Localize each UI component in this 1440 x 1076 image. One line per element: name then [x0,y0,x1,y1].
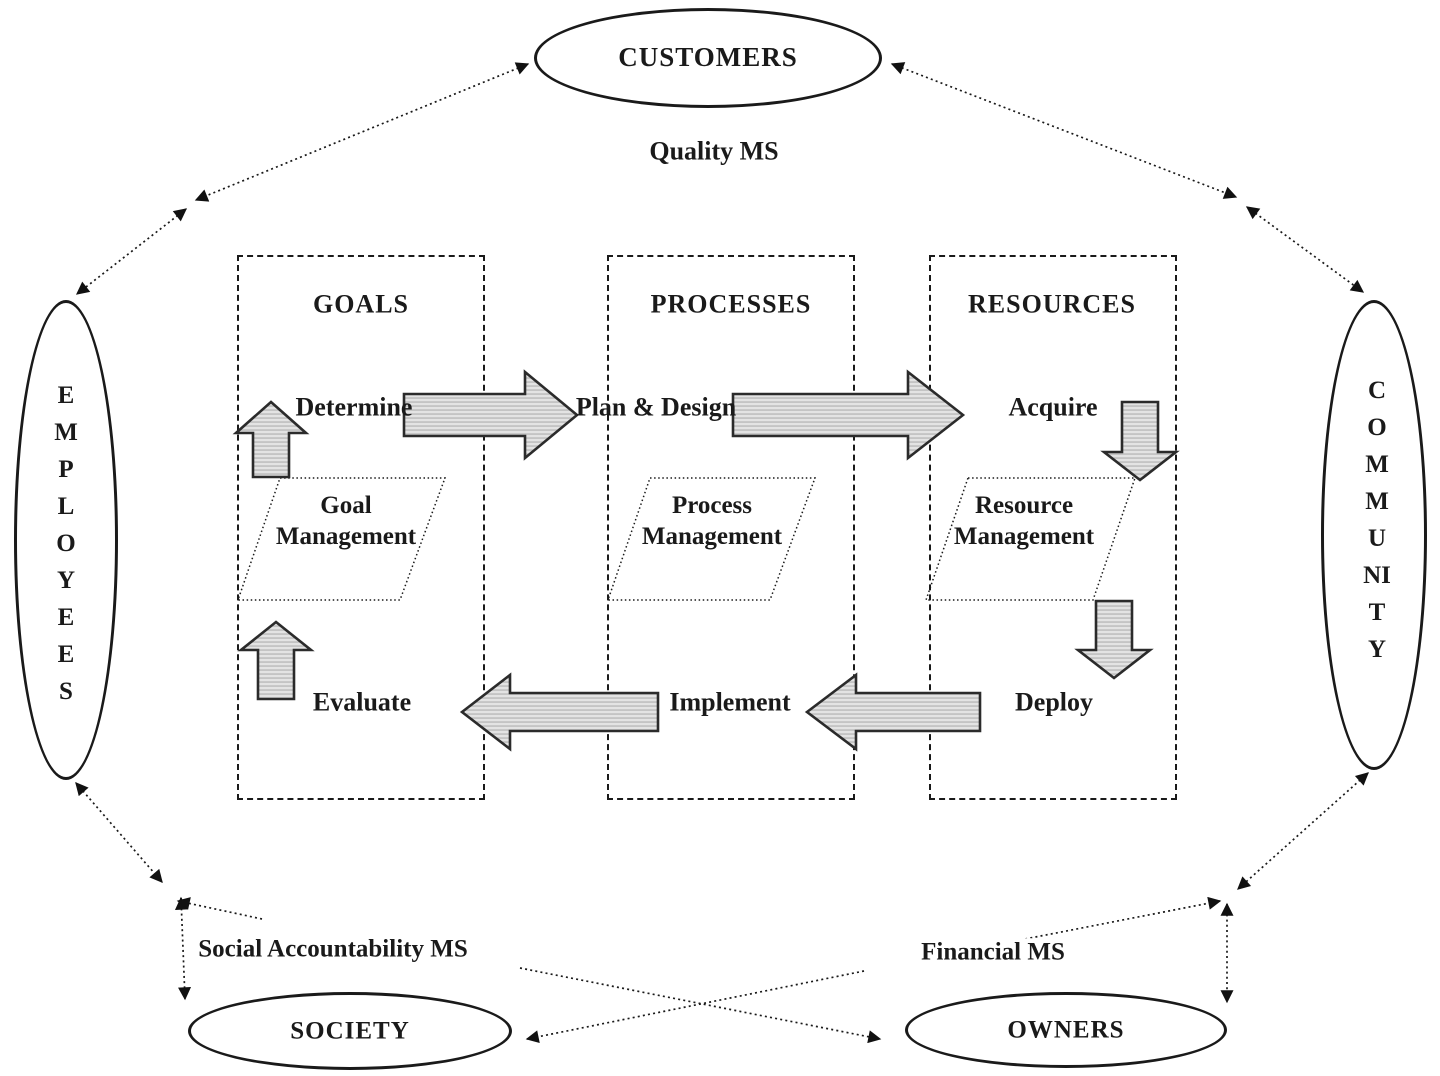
society-cross-link-upper [1014,896,1222,942]
society-label: SOCIETY [290,1017,410,1045]
deploy-label: Deploy [1015,687,1093,717]
goal-management-label: Goal Management [276,490,416,552]
customers-community-link-upper [890,62,1238,199]
employees-label: EMPLOYEES [54,382,78,705]
customers-employees-link-upper [194,62,530,202]
process-management-line2: Management [641,523,783,550]
processes-title: PROCESSES [650,289,812,319]
process-management-line1: Process [671,492,753,519]
evaluate-up-arrow [237,620,315,701]
determine-up-arrow [232,400,310,479]
junction-society-link [174,896,192,1001]
society-ellipse [188,992,512,1070]
social-accountability-ms-label: Social Accountability MS [190,935,476,963]
owners-label: OWNERS [1007,1016,1125,1044]
determine-label: Determine [295,392,413,422]
implement-label: Implement [669,687,791,717]
goals-box [237,255,485,800]
resource-management-label: Resource Management [954,490,1094,552]
goals-title: GOALS [312,289,410,319]
plan-to-acquire-arrow [731,369,966,461]
customers-community-link-lower [1245,206,1365,293]
deploy-to-implement-arrow [804,672,982,752]
owners-ellipse [905,992,1227,1068]
community-label: COMMUNITY [1363,377,1391,663]
goal-management-line2: Management [275,523,417,550]
owners-cross-link-upper [176,897,263,920]
quality-ms-label: Quality MS [649,136,779,166]
customers-ellipse [534,8,882,108]
employees-ellipse [14,300,118,780]
process-management-label: Process Management [642,490,782,552]
resource-management-line1: Resource [974,492,1074,519]
implement-to-evaluate-arrow [459,672,660,752]
customers-employees-link-lower [75,208,188,295]
evaluate-label: Evaluate [312,687,412,717]
determine-to-plan-arrow [402,369,580,461]
society-cross-link-lower [525,970,865,1044]
processes-box [607,255,855,800]
customers-label: CUSTOMERS [618,42,798,73]
goal-management-line1: Goal [320,492,372,519]
financial-ms-label: Financial MS [913,938,1073,966]
employees-junction-link [75,782,163,883]
resource-management-parallelogram [924,477,1137,601]
deploy-down-arrow [1074,599,1154,680]
acquire-down-arrow [1100,400,1180,482]
community-junction-link [1237,772,1369,890]
resource-management-line2: Management [953,523,1095,550]
resources-box [929,255,1177,800]
resources-title: RESOURCES [968,289,1136,319]
plan-design-label: Plan & Design [575,392,737,422]
community-ellipse [1321,300,1427,770]
acquire-label: Acquire [1008,392,1098,422]
